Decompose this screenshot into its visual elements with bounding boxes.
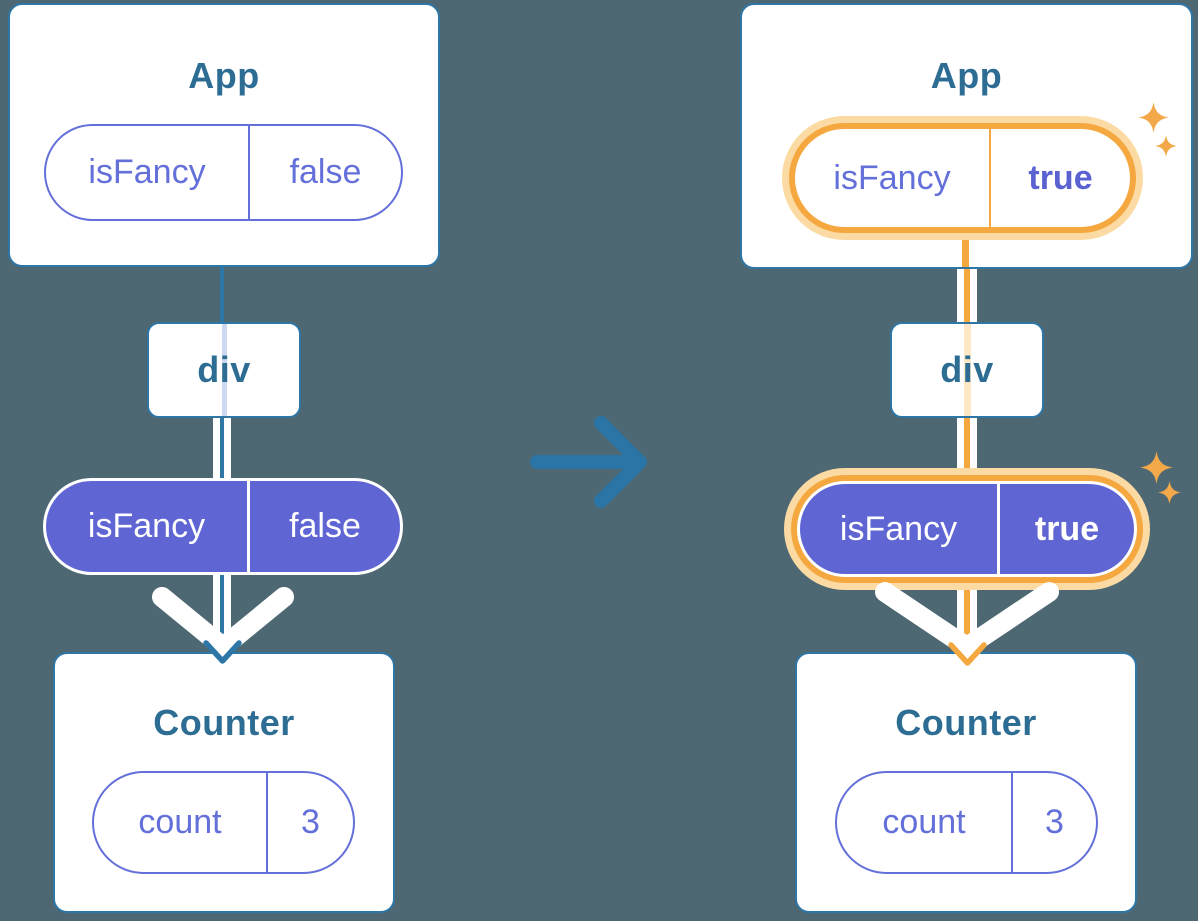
- prop-value-cell: false: [247, 481, 400, 572]
- sparkle-icon: [1138, 102, 1169, 133]
- div-card: div: [890, 322, 1044, 418]
- counter-card-title: Counter: [895, 702, 1037, 743]
- counter-card: Counter count 3: [795, 652, 1137, 913]
- counter-card: Counter count 3: [53, 652, 395, 913]
- state-pill-highlighted: isFancy true: [789, 123, 1136, 233]
- app-card-title: App: [930, 55, 1003, 96]
- app-card-title: App: [188, 55, 260, 96]
- sparkle-icon: [1158, 481, 1181, 504]
- prop-pill-highlighted: isFancy true: [797, 481, 1137, 577]
- count-name-cell: count: [882, 803, 966, 841]
- sparkle-icon: [1155, 135, 1177, 157]
- state-value-cell: true: [989, 129, 1130, 227]
- transition-arrow-icon: [530, 416, 647, 508]
- orange-arrowhead-icon: [948, 642, 987, 666]
- sparkle-icon: [1140, 451, 1173, 484]
- state-name-cell: isFancy: [833, 158, 951, 197]
- count-value-cell: 3: [1011, 773, 1096, 872]
- connector-app-div: [220, 266, 224, 324]
- state-value-cell: false: [248, 126, 401, 219]
- div-card-title: div: [940, 349, 994, 390]
- state-pass-line: [221, 324, 227, 416]
- count-pill: count 3: [92, 771, 355, 874]
- white-chevron-arrow-icon: [152, 587, 294, 657]
- prop-value-cell: true: [997, 484, 1134, 574]
- connector-div-prop: [957, 416, 977, 478]
- white-chevron-arrow-icon: [875, 582, 1059, 657]
- connector-app-div: [957, 267, 977, 324]
- connector-div-prop: [213, 416, 231, 480]
- count-name-cell: count: [138, 803, 222, 841]
- prop-name-cell: isFancy: [87, 507, 206, 545]
- state-pass-line: [963, 324, 971, 416]
- count-value-cell: 3: [266, 773, 353, 872]
- prop-pill: isFancy false: [43, 478, 403, 575]
- count-pill: count 3: [835, 771, 1098, 874]
- state-pill: isFancy false: [44, 124, 403, 221]
- app-card: App isFancy true: [740, 3, 1193, 269]
- prop-name-cell: isFancy: [839, 509, 958, 548]
- state-name-cell: isFancy: [88, 153, 206, 191]
- div-card: div: [147, 322, 301, 418]
- teal-arrowhead-icon: [203, 640, 242, 664]
- state-stem-line: [962, 231, 969, 267]
- div-card-title: div: [197, 349, 251, 390]
- app-card: App isFancy false: [8, 3, 440, 267]
- counter-card-title: Counter: [153, 702, 295, 743]
